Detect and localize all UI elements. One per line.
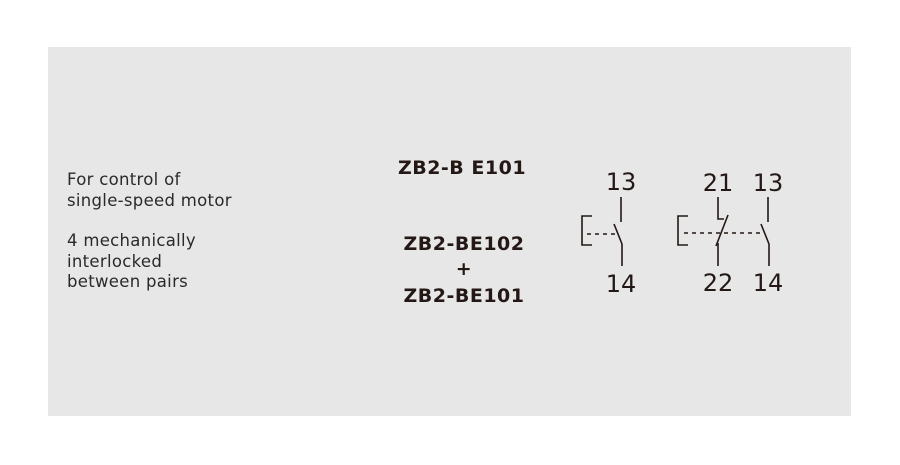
- description-line-2: single-speed motor: [67, 190, 232, 210]
- diagram-panel: [48, 47, 851, 416]
- terminal-14-label: 14: [606, 270, 637, 298]
- terminal-13-label: 13: [753, 169, 784, 197]
- description-line-1: For control of: [67, 170, 181, 189]
- description-line-3: 4 mechanically: [67, 231, 196, 250]
- description-block-2: 4 mechanically interlocked between pairs: [67, 231, 196, 293]
- no-contact-blade: [760, 223, 770, 245]
- model-label-first: ZB2-B E101: [397, 157, 527, 179]
- schematic-no-contact: 13 14: [581, 168, 637, 298]
- terminal-22-label: 22: [703, 269, 734, 297]
- model-plus-sign: +: [455, 258, 473, 280]
- description-line-5: between pairs: [67, 272, 189, 291]
- actuator-bracket: [581, 215, 592, 246]
- terminal-21-label: 21: [703, 169, 734, 197]
- model-label-third: ZB2-BE101: [403, 285, 525, 307]
- contact-blade: [613, 223, 623, 245]
- model-label-second: ZB2-BE102: [403, 233, 525, 255]
- schematic-nc-no-pair: 21 13 22 14: [677, 169, 784, 297]
- terminal-14-label: 14: [753, 269, 784, 297]
- terminal-13-label: 13: [606, 168, 637, 196]
- description-block-1: For control of single-speed motor: [67, 170, 232, 211]
- actuator-bracket: [677, 215, 688, 246]
- nc-contact-blade: [715, 214, 729, 247]
- description-line-4: interlocked: [67, 251, 163, 271]
- nc-contact-upper-lead: [717, 197, 724, 220]
